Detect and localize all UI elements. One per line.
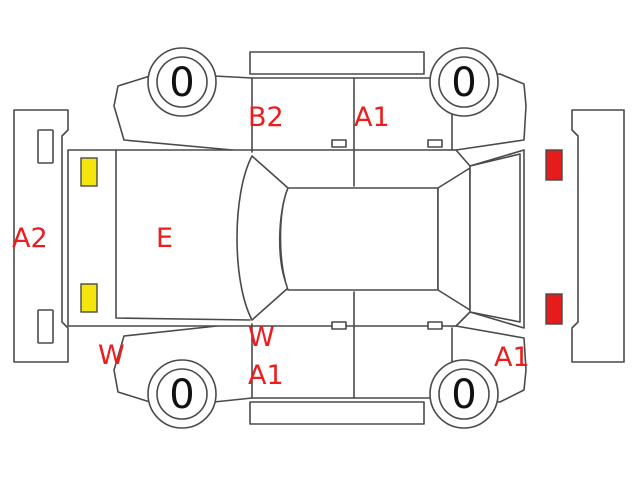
wheel-rear-left: 0 (429, 47, 499, 117)
top-rear-door-handle (427, 139, 443, 148)
front-lamp-bottom (80, 283, 98, 313)
hood-panel (115, 149, 251, 321)
tailgate (469, 153, 521, 323)
rear-lamp-top (545, 149, 563, 181)
roof (279, 187, 439, 291)
label-bottom-pillar: W (248, 322, 275, 353)
label-bottom-rear-quarter: A1 (494, 342, 530, 373)
rear-lamp-bottom (545, 293, 563, 325)
wheel-rear-left-value: 0 (451, 60, 476, 106)
wheel-rear-right: 0 (429, 359, 499, 429)
bottom-side-sill (249, 401, 425, 425)
front-lamp-top (80, 157, 98, 187)
wheel-front-right-value: 0 (169, 372, 194, 418)
label-hood: E (156, 223, 173, 254)
top-front-door-handle (331, 139, 347, 148)
label-bottom-front-door: A1 (248, 360, 284, 391)
label-front-bumper: A2 (12, 223, 48, 254)
label-bottom-front-fender: W (98, 340, 125, 371)
left-side-body (113, 73, 527, 153)
front-bumper-bottom-light (37, 309, 54, 344)
top-side-sill (249, 51, 425, 75)
wheel-front-left: 0 (147, 47, 217, 117)
wheel-front-right: 0 (147, 359, 217, 429)
front-bumper-top-light (37, 129, 54, 164)
wheel-rear-right-value: 0 (451, 372, 476, 418)
bottom-rear-door-handle (427, 321, 443, 330)
rear-bumper (571, 109, 625, 363)
front-bumper (13, 109, 69, 363)
wheel-front-left-value: 0 (169, 60, 194, 106)
rear-window (437, 167, 471, 311)
label-top-rear-door: A1 (354, 102, 390, 133)
label-top-front-door: B2 (248, 102, 284, 133)
bottom-front-door-handle (331, 321, 347, 330)
